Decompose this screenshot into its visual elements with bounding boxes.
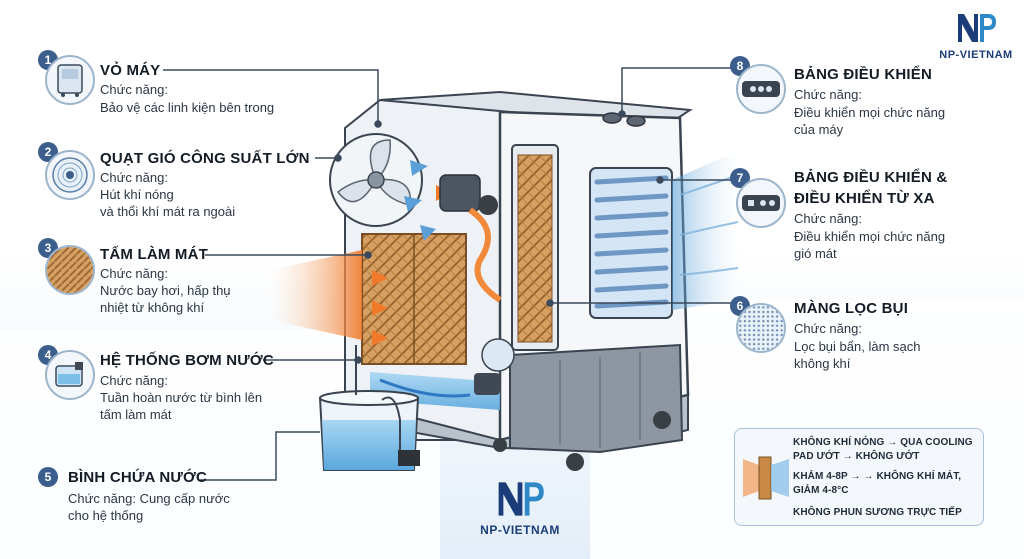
brand-logo-top: NP-VIETNAM xyxy=(936,12,1016,61)
callout-sub-8: Chức năng: xyxy=(794,87,862,102)
callout-title-7-line2: ĐIỀU KHIỂN TỪ XA xyxy=(794,190,935,207)
callout-sub-7: Chức năng: xyxy=(794,211,862,226)
callout-title-5: BÌNH CHỨA NƯỚC xyxy=(68,469,207,486)
callout-title-2: QUẠT GIÓ CÔNG SUẤT LỚN xyxy=(100,150,310,167)
callout-title-8: BẢNG ĐIỀU KHIỂN xyxy=(794,66,932,83)
callout-title-6: MÀNG LỌC BỤI xyxy=(794,300,908,317)
remote-control-icon xyxy=(736,178,786,228)
callout-desc-1: Bảo vệ các linh kiện bên trong xyxy=(100,99,274,116)
info-line-2: PAD ƯỚT → KHÔNG ƯỚT xyxy=(793,451,919,462)
np-logo-icon xyxy=(495,480,545,518)
callout-title-3: TẤM LÀM MÁT xyxy=(100,246,208,263)
callout-title-4: HỆ THỐNG BƠM NƯỚC xyxy=(100,352,274,369)
airflow-icon xyxy=(743,451,789,505)
callout-sub-2: Chức năng: xyxy=(100,170,168,185)
fan-icon xyxy=(45,150,95,200)
callout-sub-1: Chức năng: xyxy=(100,82,168,97)
info-line-4: GIẢM 4-8°C xyxy=(793,485,849,496)
cooling-pad-icon xyxy=(45,245,95,295)
callout-sub-4: Chức năng: xyxy=(100,373,168,388)
brand-logo-text: NP-VIETNAM xyxy=(936,49,1016,61)
dust-filter-icon xyxy=(736,303,786,353)
casing-icon xyxy=(45,55,95,105)
info-box: KHÔNG KHÍ NÓNG → QUA COOLING PAD ƯỚT → K… xyxy=(734,428,984,526)
callout-number-5: 5 xyxy=(38,467,58,487)
callout-sub-3: Chức năng: xyxy=(100,266,168,281)
brand-logo-bottom: NP-VIETNAM xyxy=(470,480,570,537)
info-line-5: KHÔNG PHUN SƯƠNG TRỰC TIẾP xyxy=(793,507,962,518)
info-line-3: KHẢM 4-8P → → KHÔNG KHÍ MÁT, xyxy=(793,471,961,482)
callout-sub-6: Chức năng: xyxy=(794,321,862,336)
brand-logo-text: NP-VIETNAM xyxy=(470,523,570,537)
info-line-1: KHÔNG KHÍ NÓNG → QUA COOLING xyxy=(793,437,973,448)
water-pump-icon xyxy=(45,350,95,400)
np-logo-icon xyxy=(956,12,996,44)
callout-title-1: VỎ MÁY xyxy=(100,62,160,79)
callout-title-7: BẢNG ĐIỀU KHIỂN & xyxy=(794,169,947,186)
control-panel-icon xyxy=(736,64,786,114)
